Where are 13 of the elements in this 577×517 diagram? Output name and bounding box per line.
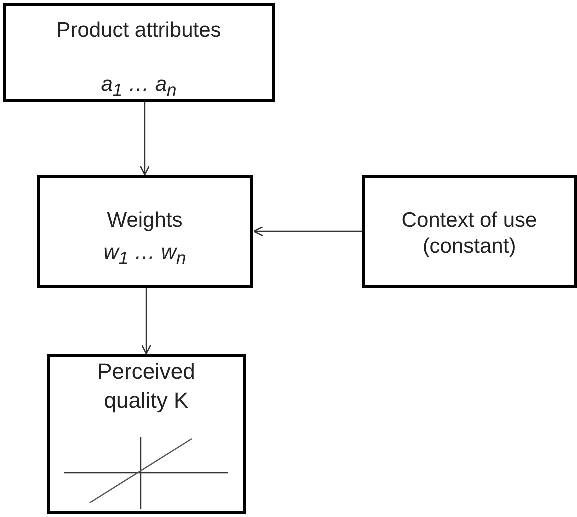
arrow bbox=[141, 288, 152, 355]
attributes-box bbox=[3, 3, 275, 102]
variable-range: a$_{1}$ … a$_{n}$ bbox=[100, 72, 178, 102]
arrow bbox=[253, 226, 362, 237]
node-title: Context of use (constant) bbox=[400, 208, 538, 260]
context-box bbox=[362, 175, 577, 288]
node-title: Product attributes bbox=[56, 18, 222, 44]
weights-box bbox=[37, 175, 253, 288]
node-title: Weights bbox=[106, 208, 184, 234]
arrow bbox=[140, 102, 150, 176]
variable-range: w$_{1}$ … w$_{n}$ bbox=[102, 240, 188, 270]
quality-box bbox=[47, 354, 246, 514]
node-title: Perceived quality K bbox=[96, 358, 196, 415]
